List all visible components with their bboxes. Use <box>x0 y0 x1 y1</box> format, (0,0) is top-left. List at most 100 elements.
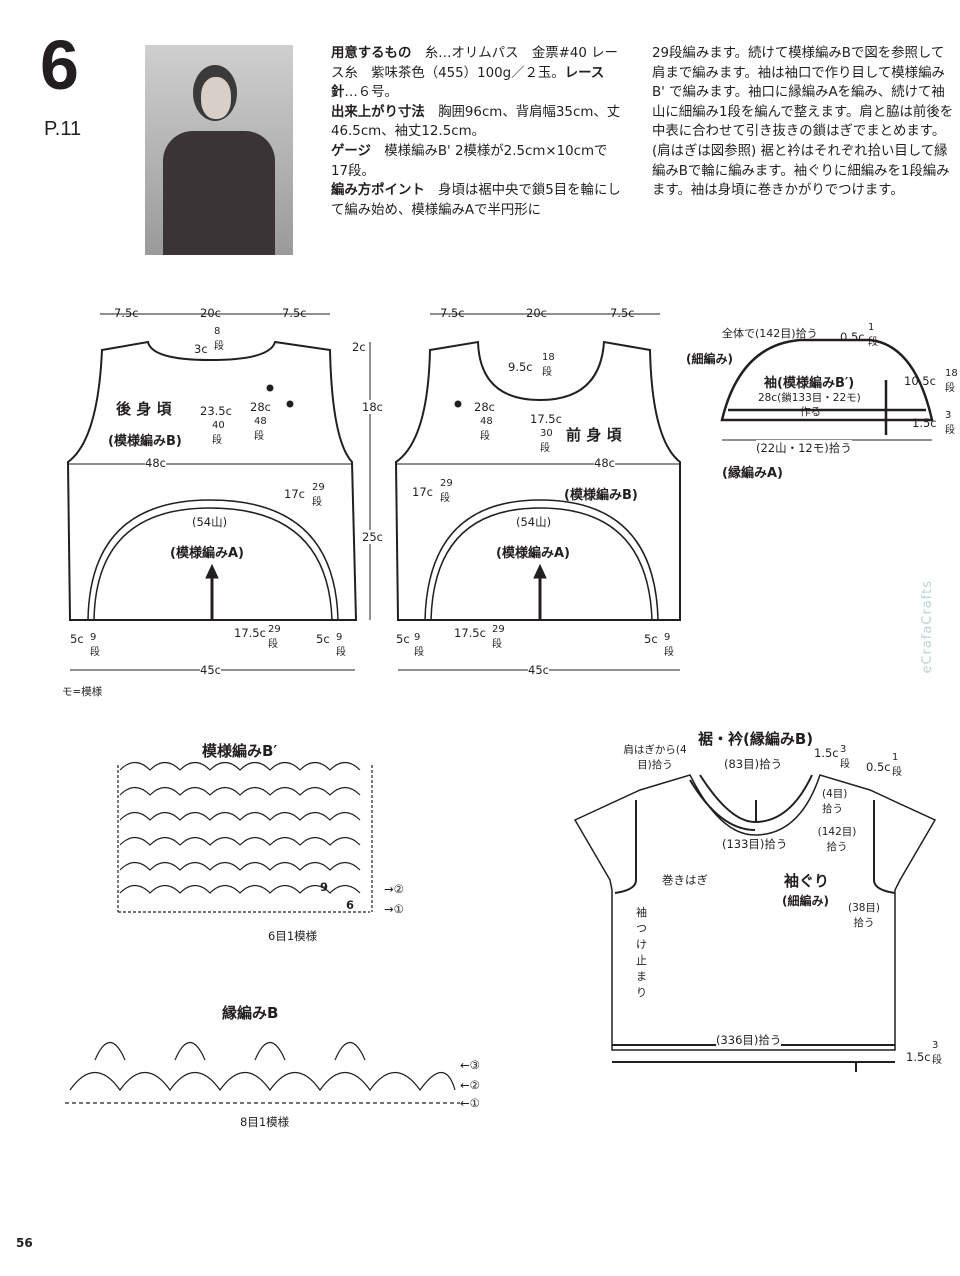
sleeve-title: 袖(模様編みB′) <box>764 376 855 391</box>
legend-note: モ=模様 <box>62 686 103 698</box>
back-pattern: (模様編みB) <box>108 434 182 449</box>
body-height: 25c <box>362 530 383 544</box>
sleeve-make: 作る <box>800 406 821 418</box>
row-2-arrow: →② <box>384 882 404 896</box>
materials-text: 糸…オリムパス 金票#40 レース糸 紫味茶色（455）100g／２玉。 <box>331 46 618 81</box>
front-top-mid: 20c <box>526 306 547 320</box>
sleeve-pickup-top: 全体で(142目)拾う <box>722 327 818 340</box>
sleeve-edge-top-rows: 1段 <box>868 322 878 348</box>
pattern-number: 6 <box>40 26 79 104</box>
neck-bottom-pickup: (133目)拾う <box>722 837 788 851</box>
method-label: 編み方ポイント <box>331 183 425 199</box>
method-text-2: 29段編みます。続けて模様編みBで図を参照して肩まで編みます。袖は袖口で作り目し… <box>652 46 954 199</box>
sleeve-height: 10.5c <box>904 374 936 388</box>
front-bottom: 45c <box>528 663 549 677</box>
back-width: 48c <box>145 456 166 470</box>
front-side-rows: 29段 <box>440 478 453 504</box>
front-top-right: 7.5c <box>610 306 635 320</box>
model-photo <box>145 45 293 255</box>
sleeve-cuff: 1.5c <box>912 416 937 430</box>
sleeve-stop: 袖つけ止まり <box>636 906 647 999</box>
front-right-line: 17.5c <box>530 412 562 426</box>
row-6-label: 6 <box>346 898 355 912</box>
row-1-arrow: →① <box>384 902 404 916</box>
front-corner-right-rows: 9段 <box>664 632 674 658</box>
armhole-edge: 0.5c <box>866 760 891 774</box>
gauge-label: ゲージ <box>331 143 371 159</box>
whip-stitch: 巻きはぎ <box>662 873 708 887</box>
chart-b-prime-stitches <box>117 761 373 913</box>
chart-edging-b-stitches <box>65 1041 460 1104</box>
front-corner-right: 5c <box>644 632 658 646</box>
front-radius: 17.5c <box>454 626 486 640</box>
front-side: 17c <box>412 485 433 499</box>
sleeve-edge-top: 0.5c <box>840 330 865 344</box>
chart-b-prime-repeat: 6目1模様 <box>268 929 318 943</box>
sleeve-edging-a: (縁編みA) <box>722 466 783 481</box>
front-body-outline <box>394 340 681 621</box>
size-text: 胸囲96cm、背肩幅35cm、丈46.5cm、袖丈12.5cm。 <box>331 104 621 140</box>
back-side-rows: 29段 <box>312 482 325 508</box>
shoulder-pickup: 肩はぎから(4目)拾う <box>623 744 687 771</box>
back-corner-left-rows: 9段 <box>90 632 100 658</box>
back-title: 後 身 頃 <box>116 400 172 418</box>
front-radius-rows: 29段 <box>492 624 505 650</box>
back-arc-count: (54山) <box>192 515 228 529</box>
four-stitch-pickup: (4目)拾う <box>822 788 848 815</box>
back-body-outline <box>66 340 358 621</box>
back-pattern-a: (模様編みA) <box>170 546 244 561</box>
front-corner-left-rows: 9段 <box>414 632 424 658</box>
hem-pickup: (336目)拾う <box>716 1032 782 1048</box>
back-neck-rows: 8段 <box>214 326 224 352</box>
sleeve-sc: (細編み) <box>686 352 733 366</box>
page-number: 56 <box>16 1236 33 1250</box>
armhole-sc: (細編み) <box>782 894 829 908</box>
sleeve-cuff-rows: 3段 <box>945 410 955 436</box>
armhole-pickup: (142目)拾う <box>817 826 857 853</box>
back-arc <box>87 499 339 621</box>
hook-text: …６号。 <box>344 85 398 101</box>
row-9-label: 9 <box>320 880 329 894</box>
front-neck-rows: 18段 <box>542 352 555 378</box>
back-top-right: 7.5c <box>282 306 307 320</box>
chart-edging-b-repeat: 8目1模様 <box>240 1115 290 1129</box>
chart-edging-b-title: 縁編みB <box>222 1004 279 1022</box>
back-radius-rows: 29段 <box>268 624 281 650</box>
back-left-line: 23.5c <box>200 404 232 418</box>
armhole-title: 袖ぐり <box>784 872 830 890</box>
watermark: eCrafaCrafts <box>920 580 935 674</box>
chart-b-prime-title: 模様編みB′ <box>202 742 278 760</box>
back-corner-right: 5c <box>316 632 330 646</box>
back-mid-line: 28c <box>250 400 271 414</box>
size-label: 出来上がり寸法 <box>331 104 425 120</box>
back-side: 17c <box>284 487 305 501</box>
front-arc-count: (54山) <box>516 515 552 529</box>
front-width: 48c <box>594 456 615 470</box>
under-pickup: (38目)拾う <box>847 902 881 929</box>
back-left-rows: 40段 <box>212 420 225 446</box>
page-reference: P.11 <box>44 118 82 140</box>
back-neck: 3c <box>194 342 208 356</box>
armhole-edge-rows: 1段 <box>892 752 902 778</box>
back-bottom: 45c <box>200 663 221 677</box>
neck-edge: 1.5c <box>814 746 839 760</box>
front-right-rows: 30段 <box>540 428 553 454</box>
hem-rows: 3段 <box>932 1040 942 1066</box>
sleeve-chain: 28c(鎖133目・22モ) <box>758 392 861 404</box>
back-top-mid: 20c <box>200 306 221 320</box>
front-pattern: (模様編みB) <box>564 488 638 503</box>
instructions-column-1: 用意するもの 糸…オリムパス 金票#40 レース糸 紫味茶色（455）100g／… <box>331 44 621 220</box>
front-title: 前 身 頃 <box>566 426 622 444</box>
front-corner-left: 5c <box>396 632 410 646</box>
hook-label: レース針 <box>331 65 605 101</box>
front-pattern-a: (模様編みA) <box>496 546 570 561</box>
front-top-left: 7.5c <box>440 306 465 320</box>
back-mid-rows: 48段 <box>254 416 267 442</box>
materials-label: 用意するもの <box>331 46 412 61</box>
gauge-text: 模様編みB' 2模様が2.5cm×10cmで17段。 <box>331 143 608 179</box>
front-neck: 9.5c <box>508 360 533 374</box>
front-arc <box>424 499 659 621</box>
back-radius: 17.5c <box>234 626 266 640</box>
hem-edge: 1.5c <box>906 1050 931 1064</box>
neck-edge-rows: 3段 <box>840 744 850 770</box>
